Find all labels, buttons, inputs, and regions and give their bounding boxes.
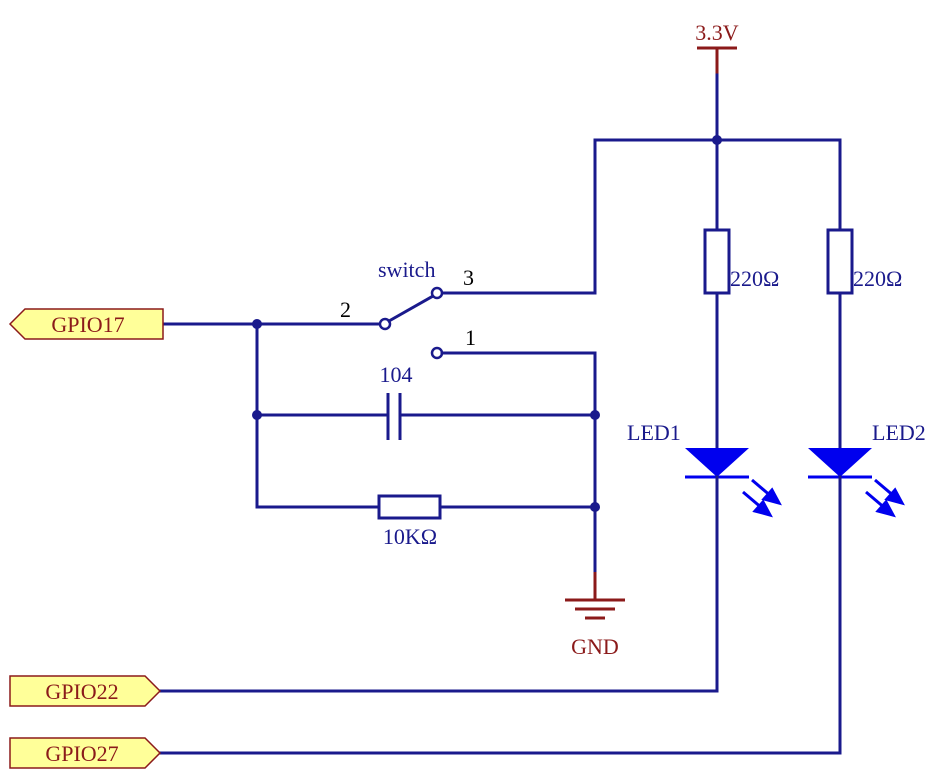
led-1-emission-arrows <box>742 478 782 518</box>
port-gpio17-label: GPIO17 <box>51 312 124 337</box>
junction-dot <box>712 135 722 145</box>
resistor-2: 220Ω <box>826 228 902 295</box>
port-gpio22: GPIO22 <box>9 675 162 707</box>
port-gpio27-label: GPIO27 <box>45 741 118 766</box>
resistor-1-value: 220Ω <box>730 266 779 291</box>
led-2-emission-arrows <box>865 478 905 518</box>
pulldown-value: 10KΩ <box>383 524 437 549</box>
switch: switch 3 2 1 <box>161 257 597 360</box>
resistor-1: 220Ω <box>703 228 779 295</box>
resistor-2-value: 220Ω <box>853 266 902 291</box>
port-gpio22-label: GPIO22 <box>45 679 118 704</box>
led-1-label: LED1 <box>627 420 681 445</box>
switch-pin-2: 2 <box>340 297 351 322</box>
led-1: LED1 <box>627 420 782 518</box>
capacitor-value: 104 <box>380 362 413 387</box>
led-2-label: LED2 <box>872 420 926 445</box>
pulldown-resistor: 10KΩ <box>255 494 597 549</box>
port-gpio27: GPIO27 <box>9 737 162 769</box>
switch-pin-1: 1 <box>465 325 476 350</box>
vcc-label: 3.3V <box>695 20 739 45</box>
top-rail <box>441 73 842 295</box>
gnd-symbol: GND <box>565 572 625 659</box>
junction-dots <box>252 319 600 512</box>
capacitor: 104 <box>255 362 597 440</box>
vcc-symbol: 3.3V <box>695 20 739 75</box>
led-2: LED2 <box>808 420 926 518</box>
switch-label: switch <box>378 257 435 282</box>
port-gpio17: GPIO17 <box>8 308 164 340</box>
gnd-label: GND <box>571 634 619 659</box>
switch-pin-3: 3 <box>463 265 474 290</box>
